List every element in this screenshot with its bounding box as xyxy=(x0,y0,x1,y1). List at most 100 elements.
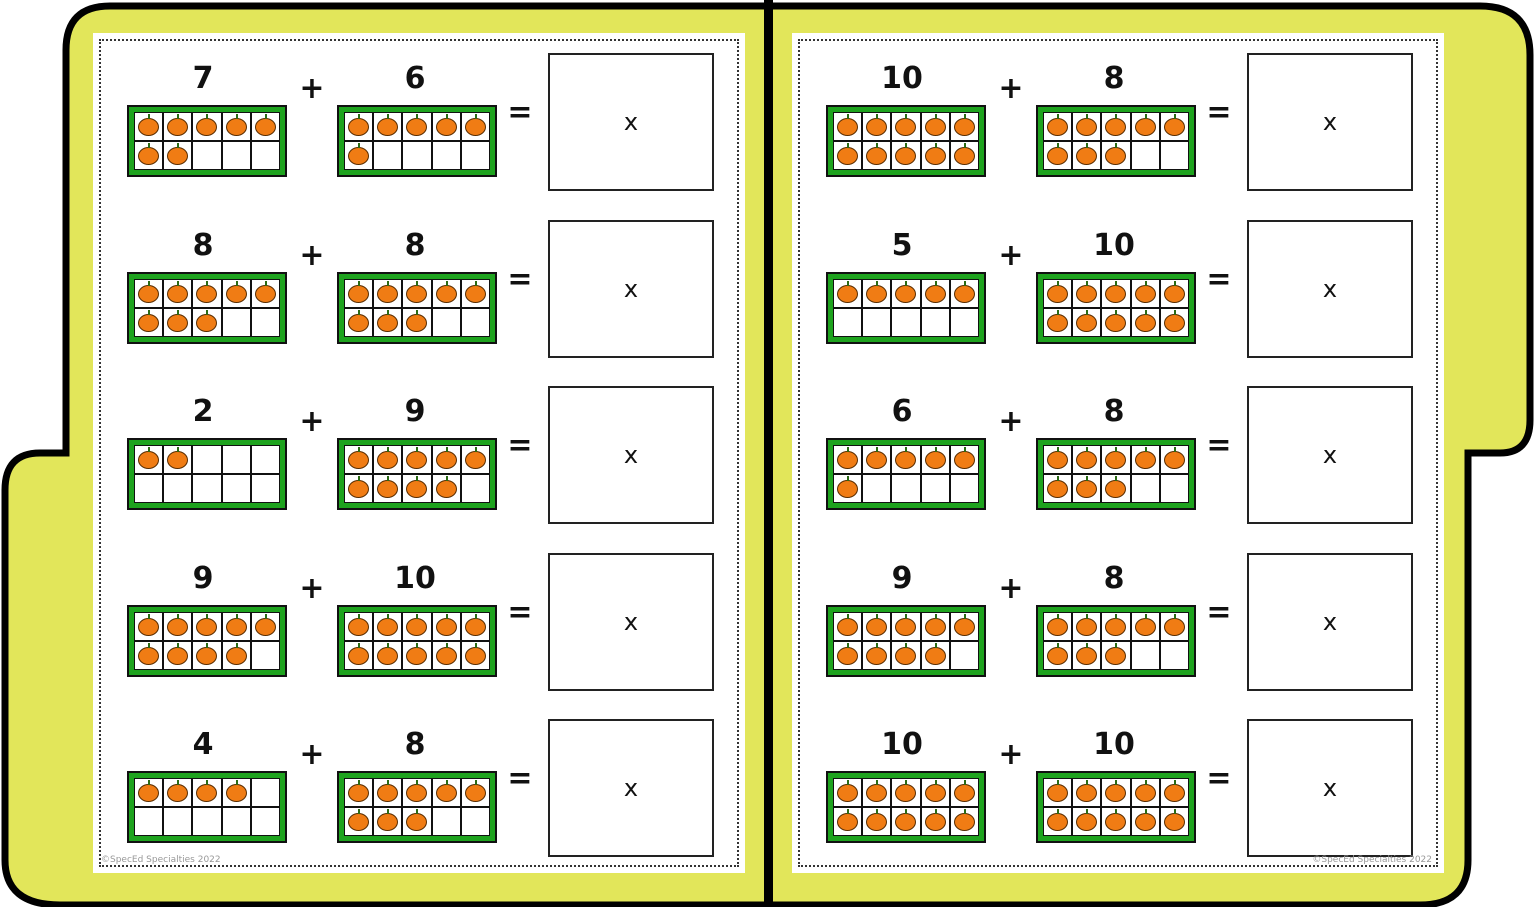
pumpkin-icon xyxy=(1105,447,1127,469)
pumpkin-icon xyxy=(1047,476,1068,498)
ten-frame-cell xyxy=(862,778,892,807)
ten-frame-cell xyxy=(431,307,461,337)
pumpkin-icon xyxy=(435,114,457,136)
plus-sign: + xyxy=(998,404,1024,439)
ten-frame-cell xyxy=(221,640,251,670)
ten-frame-cell xyxy=(1043,640,1073,670)
pumpkin-icon xyxy=(866,809,888,831)
ten-frame-cell xyxy=(1159,611,1189,641)
ten-frame xyxy=(337,271,497,344)
pumpkin-icon xyxy=(1047,613,1068,636)
pumpkin-icon xyxy=(406,280,428,303)
pumpkin-icon xyxy=(196,280,218,303)
answer-box[interactable]: x xyxy=(1247,219,1413,358)
pumpkin-icon xyxy=(348,280,369,303)
answer-box[interactable]: x xyxy=(548,552,714,691)
ten-frame-cell xyxy=(949,807,979,836)
pumpkin-icon xyxy=(1163,780,1185,802)
answer-box[interactable]: x xyxy=(1247,552,1413,691)
plus-sign: + xyxy=(998,237,1024,273)
pumpkin-icon xyxy=(1076,809,1098,831)
ten-frame-cell xyxy=(1130,640,1160,670)
ten-frame-cell xyxy=(1130,141,1160,170)
pumpkin-icon xyxy=(1134,780,1156,802)
answer-box[interactable]: x xyxy=(1247,386,1413,524)
pumpkin-icon xyxy=(1105,613,1127,636)
ten-frame-cell xyxy=(1043,611,1073,641)
answer-box[interactable]: x xyxy=(548,219,714,358)
ten-frame-cell xyxy=(920,112,950,141)
pumpkin-icon xyxy=(464,447,486,469)
ten-frame-cell xyxy=(862,611,892,641)
ten-frame-cell xyxy=(192,307,222,337)
ten-frame-cell xyxy=(891,640,921,670)
ten-frame-cell xyxy=(920,474,950,503)
ten-frame-cell xyxy=(402,112,432,141)
pumpkin-icon xyxy=(924,809,946,831)
answer-box[interactable]: x xyxy=(1247,53,1413,191)
pumpkin-icon xyxy=(377,309,399,332)
ten-frame-cell xyxy=(134,640,164,670)
ten-frame-cell xyxy=(1072,640,1102,670)
ten-frame-cell xyxy=(1101,474,1131,503)
answer-text: x xyxy=(623,274,639,303)
ten-frame-cell xyxy=(163,141,193,170)
ten-frame-cell xyxy=(1130,807,1160,836)
answer-box[interactable]: x xyxy=(548,719,714,857)
ten-frame-cell xyxy=(1043,307,1073,337)
pumpkin-icon xyxy=(348,114,369,136)
ten-frame-cell xyxy=(192,445,222,474)
ten-frame-cell xyxy=(1043,445,1073,474)
pumpkin-icon xyxy=(1163,309,1185,332)
ten-frame xyxy=(1036,271,1196,344)
pumpkin-icon xyxy=(953,613,975,636)
ten-frame-cell xyxy=(221,778,251,807)
ten-frame xyxy=(1036,604,1196,677)
ten-frame-cell xyxy=(221,445,251,474)
ten-frame-cell xyxy=(460,141,490,170)
ten-frame-cell xyxy=(891,112,921,141)
pumpkin-icon xyxy=(1134,280,1156,303)
pumpkin-icon xyxy=(866,447,888,469)
ten-frame-cell xyxy=(1101,807,1131,836)
pumpkin-icon xyxy=(1105,143,1127,165)
pumpkin-icon xyxy=(866,143,888,165)
addend-b: 10 xyxy=(1093,727,1135,762)
plus-sign: + xyxy=(299,237,325,273)
answer-box[interactable]: x xyxy=(1247,719,1413,857)
pumpkin-icon xyxy=(895,809,917,831)
answer-box[interactable]: x xyxy=(548,386,714,524)
ten-frame-cell xyxy=(920,640,950,670)
pumpkin-icon xyxy=(1076,613,1098,636)
pumpkin-icon xyxy=(435,280,457,303)
ten-frame-cell xyxy=(134,307,164,337)
answer-text: x xyxy=(1322,441,1338,469)
addend-a: 2 xyxy=(192,394,214,429)
pumpkin-icon xyxy=(953,780,975,802)
pumpkin-icon xyxy=(953,280,975,303)
answer-box[interactable]: x xyxy=(548,53,714,191)
ten-frame-cell xyxy=(1072,141,1102,170)
ten-frame-cell xyxy=(460,307,490,337)
ten-frame-cell xyxy=(891,278,921,308)
ten-frame-cell xyxy=(1159,141,1189,170)
pumpkin-icon xyxy=(196,114,218,136)
ten-frame-cell xyxy=(134,611,164,641)
ten-frame-cell xyxy=(344,445,374,474)
pumpkin-icon xyxy=(1047,447,1068,469)
pumpkin-icon xyxy=(1163,613,1185,636)
ten-frame-cell xyxy=(163,307,193,337)
ten-frame-cell xyxy=(1101,112,1131,141)
addend-a: 5 xyxy=(891,227,913,263)
ten-frame-cell xyxy=(1043,778,1073,807)
ten-frame-cell xyxy=(402,474,432,503)
addend-b: 8 xyxy=(1103,61,1125,96)
pumpkin-icon xyxy=(895,143,917,165)
pumpkin-icon xyxy=(138,309,159,332)
pumpkin-icon xyxy=(866,613,888,636)
ten-frame-cell xyxy=(431,112,461,141)
ten-frame xyxy=(826,105,986,177)
plus-sign: + xyxy=(299,71,325,106)
ten-frame-cell xyxy=(1130,278,1160,308)
ten-frame-cell xyxy=(862,474,892,503)
